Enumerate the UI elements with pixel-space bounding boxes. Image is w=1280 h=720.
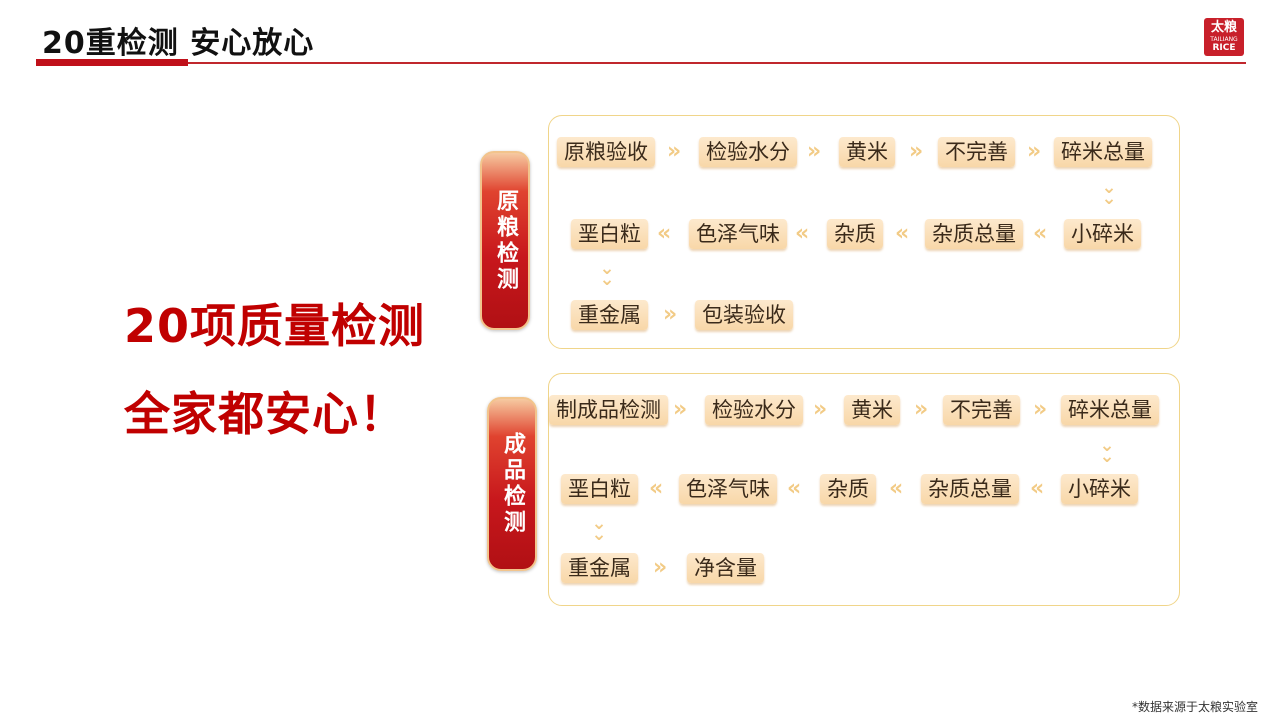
arrow-right-icon: » [663,302,677,327]
arrow-left-icon: « [895,221,909,246]
step-raw-1: 原粮验收 [557,137,655,167]
step-fin-6: 小碎米 [1061,474,1138,504]
step-fin-11: 重金属 [561,553,638,583]
step-raw-11: 重金属 [571,300,648,330]
title-divider [36,62,1246,64]
arrow-right-icon: » [1033,397,1047,422]
arrow-down-icon: ⌄⌄ [591,513,607,545]
arrow-left-icon: « [889,476,903,501]
arrow-left-icon: « [795,221,809,246]
section-label-raw-grain: 原粮检测 [480,151,530,330]
arrow-right-icon: » [909,139,923,164]
step-fin-1: 制成品检测 [549,395,668,425]
step-raw-2: 检验水分 [699,137,797,167]
arrow-right-icon: » [807,139,821,164]
brand-logo: 太粮 TAILIANG RICE [1204,18,1244,56]
arrow-right-icon: » [673,397,687,422]
step-raw-9: 色泽气味 [689,219,787,249]
step-raw-6: 小碎米 [1064,219,1141,249]
arrow-left-icon: « [787,476,801,501]
title-accent-bar [36,59,188,66]
step-raw-7: 杂质总量 [925,219,1023,249]
step-fin-9: 色泽气味 [679,474,777,504]
arrow-right-icon: » [914,397,928,422]
raw-grain-flow-panel: 原粮验收 » 检验水分 » 黄米 » 不完善 » 碎米总量 ⌄⌄ 垩白粒 « 色… [548,115,1180,349]
arrow-down-icon: ⌄⌄ [1101,177,1117,209]
arrow-down-icon: ⌄⌄ [599,258,615,290]
step-fin-3: 黄米 [844,395,900,425]
logo-text: 太粮 [1210,20,1237,35]
data-source-footnote: *数据来源于太粮实验室 [1132,700,1259,714]
arrow-left-icon: « [649,476,663,501]
step-fin-10: 垩白粒 [561,474,638,504]
arrow-right-icon: » [653,555,667,580]
arrow-right-icon: » [813,397,827,422]
logo-subtext: TAILIANG [1210,36,1238,43]
section-label-finished-product: 成品检测 [487,397,537,571]
logo-subtext-rice: RICE [1212,43,1236,53]
slogan-line-1: 20项质量检测 [124,299,426,353]
arrow-right-icon: » [1027,139,1041,164]
step-fin-7: 杂质总量 [921,474,1019,504]
step-raw-12: 包装验收 [695,300,793,330]
step-raw-8: 杂质 [827,219,883,249]
finished-product-flow-panel: 制成品检测 » 检验水分 » 黄米 » 不完善 » 碎米总量 ⌄⌄ 垩白粒 « … [548,373,1180,606]
step-raw-4: 不完善 [938,137,1015,167]
step-raw-10: 垩白粒 [571,219,648,249]
page-title: 20重检测 安心放心 [42,26,315,61]
step-fin-2: 检验水分 [705,395,803,425]
step-fin-8: 杂质 [820,474,876,504]
step-fin-4: 不完善 [943,395,1020,425]
step-fin-5: 碎米总量 [1061,395,1159,425]
step-fin-12: 净含量 [687,553,764,583]
arrow-right-icon: » [667,139,681,164]
slogan-line-2: 全家都安心！ [124,387,406,441]
step-raw-5: 碎米总量 [1054,137,1152,167]
arrow-down-icon: ⌄⌄ [1099,435,1115,467]
arrow-left-icon: « [1030,476,1044,501]
arrow-left-icon: « [657,221,671,246]
step-raw-3: 黄米 [839,137,895,167]
arrow-left-icon: « [1033,221,1047,246]
